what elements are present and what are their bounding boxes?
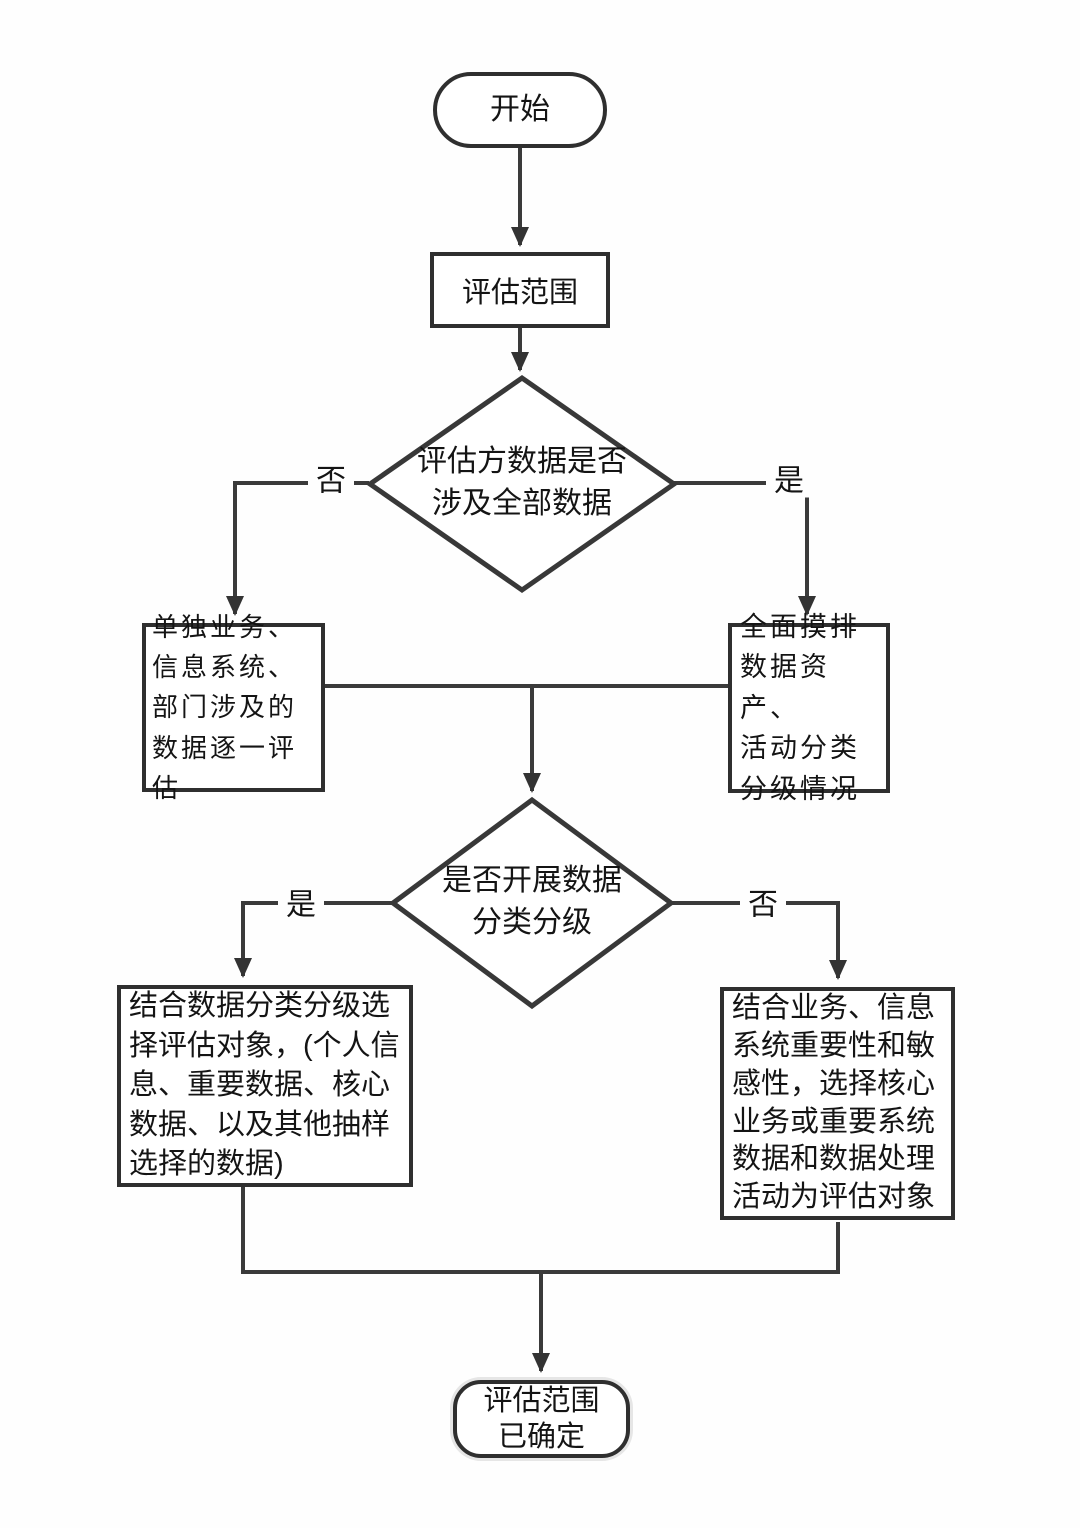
full-survey-label: 全面摸排 数据资产、 活动分类 分级情况 bbox=[740, 611, 860, 804]
full-survey-node: 全面摸排 数据资产、 活动分类 分级情况 bbox=[728, 612, 890, 804]
individual-eval-label: 单独业务、 信息系统、 部门涉及的 数据逐一评估 bbox=[152, 611, 298, 803]
end-node: 评估范围 已确定 bbox=[453, 1380, 630, 1458]
end-node-label: 评估范围 已确定 bbox=[483, 1384, 600, 1453]
edge-label-d2-yes: 是 bbox=[278, 888, 324, 922]
decision-all-data-label: 评估方数据是否 涉及全部数据 bbox=[417, 445, 627, 520]
start-node-label: 开始 bbox=[490, 93, 550, 127]
scope-node: 评估范围 bbox=[430, 252, 610, 328]
connector-decision2-yes-branch bbox=[234, 901, 393, 978]
individual-eval-node: 单独业务、 信息系统、 部门涉及的 数据逐一评估 bbox=[142, 612, 325, 803]
edge-label-d1-no: 否 bbox=[308, 464, 354, 498]
edge-label-d2-no: 否 bbox=[740, 888, 786, 922]
start-node: 开始 bbox=[433, 72, 607, 148]
select-by-importance-node: 结合业务、信息 系统重要性和敏 感性，选择核心 业务或重要系统 数据和数据处理 … bbox=[720, 987, 955, 1220]
decision-classification-diamond bbox=[388, 796, 676, 1010]
select-by-importance-label: 结合业务、信息 系统重要性和敏 感性，选择核心 业务或重要系统 数据和数据处理 … bbox=[732, 992, 936, 1213]
select-by-classification-label: 结合数据分类分级选 择评估对象，(个人信 息、重要数据、核心 数据、以及其他抽样… bbox=[129, 990, 400, 1181]
connector-decision1-no-branch bbox=[226, 481, 369, 616]
connector-decision1-yes-branch bbox=[673, 481, 816, 616]
select-by-classification-node: 结合数据分类分级选 择评估对象，(个人信 息、重要数据、核心 数据、以及其他抽样… bbox=[117, 985, 413, 1187]
connector-decision2-no-branch bbox=[671, 901, 847, 980]
decision-all-data-diamond bbox=[365, 374, 679, 594]
scope-node-label: 评估范围 bbox=[461, 277, 578, 309]
decision-classification-label: 是否开展数据 分类分级 bbox=[442, 864, 622, 939]
edge-label-d1-yes: 是 bbox=[766, 464, 812, 498]
